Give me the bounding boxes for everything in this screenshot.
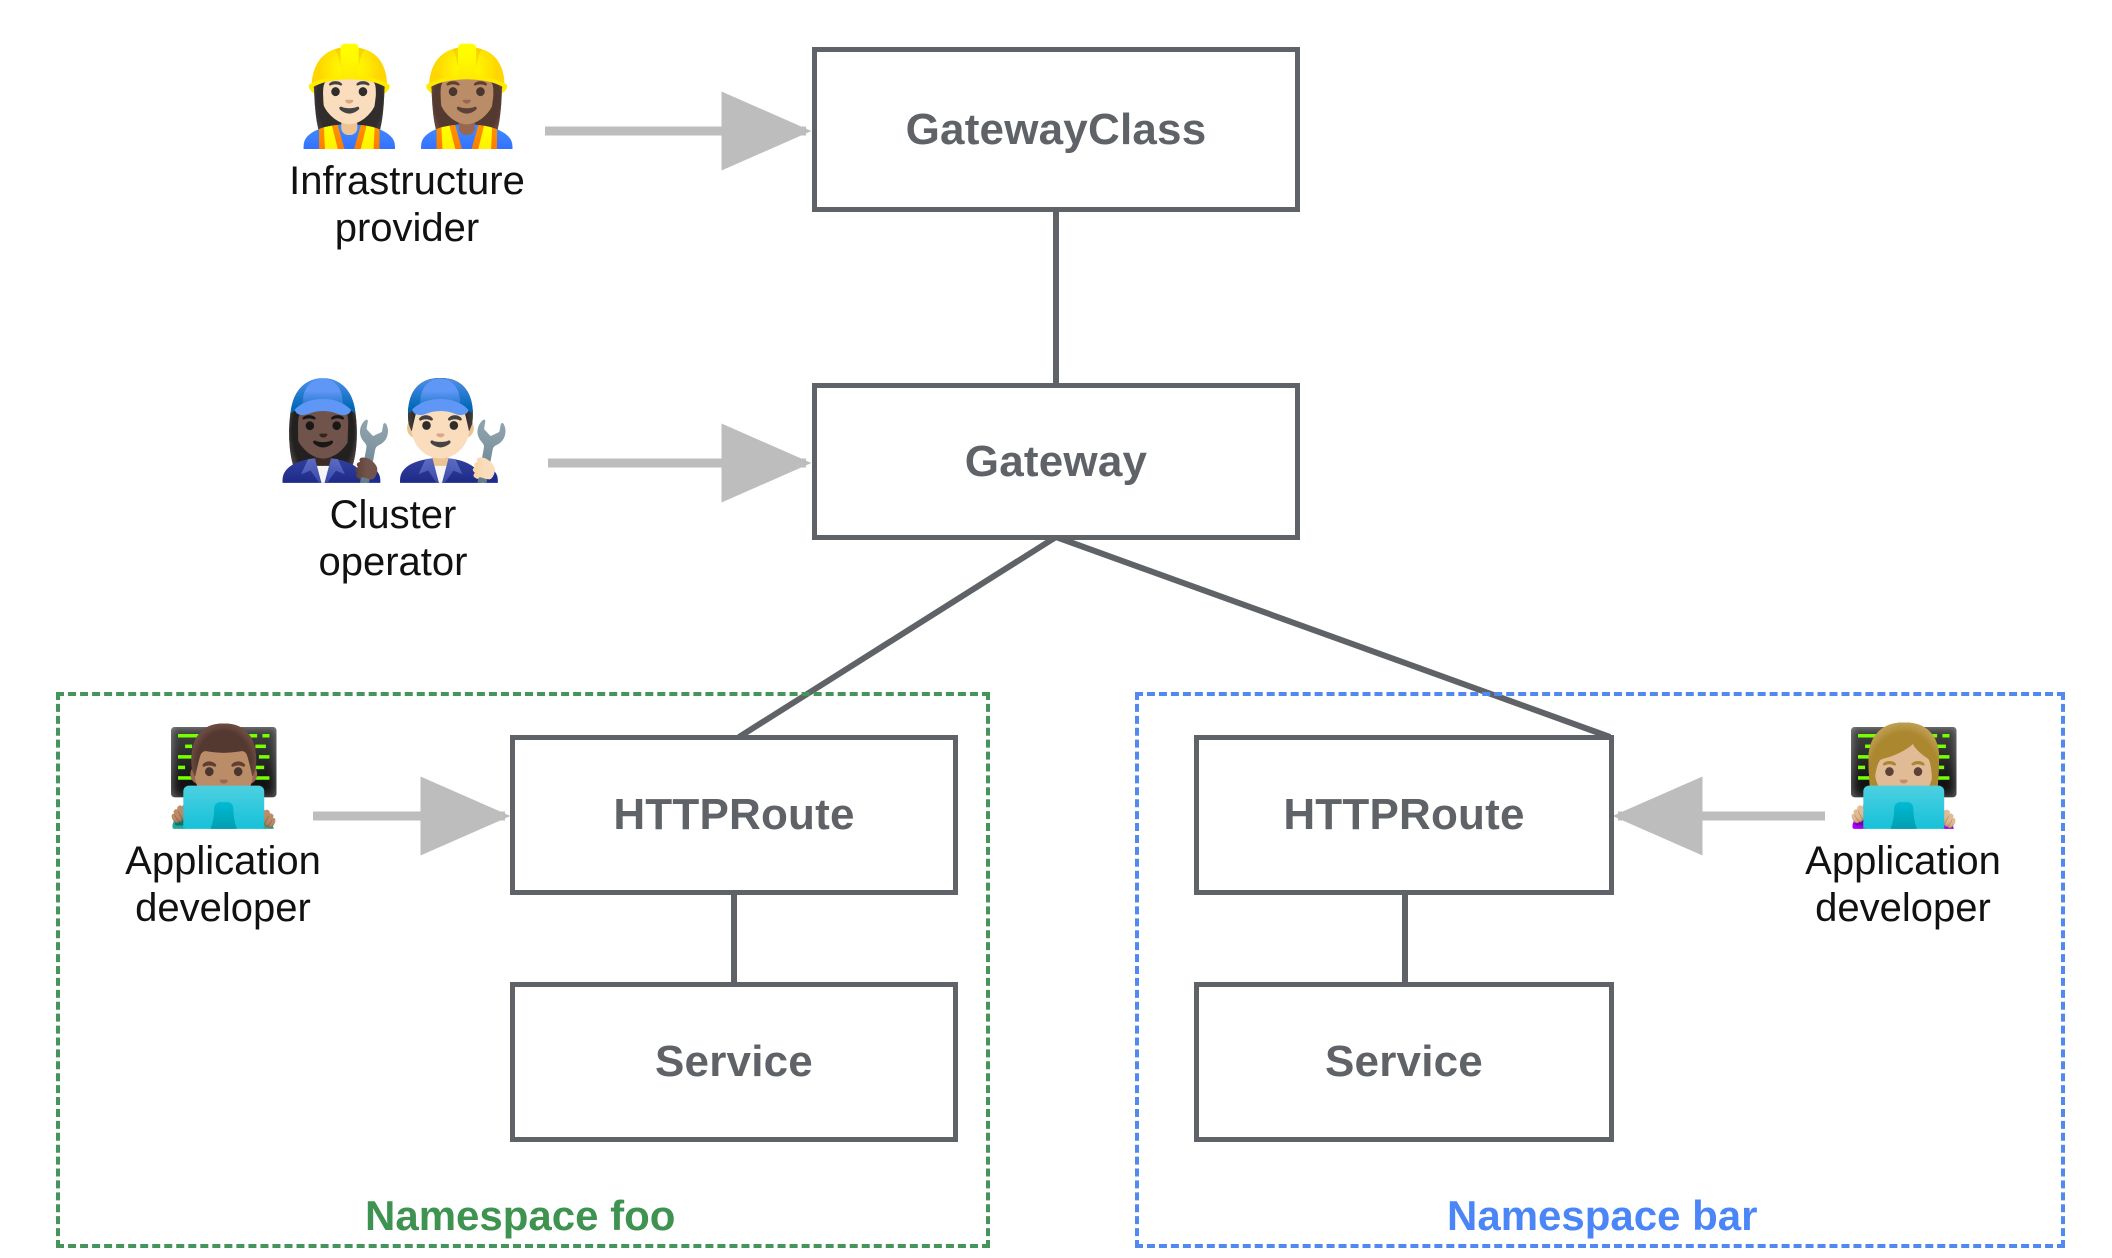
node-service-bar-label: Service — [1325, 1037, 1483, 1086]
namespace-foo-label: Namespace foo — [365, 1192, 676, 1239]
node-service-foo[interactable]: Service — [510, 982, 958, 1142]
node-service-foo-label: Service — [655, 1037, 813, 1086]
man-technologist-icon: 👨🏽‍💻 — [164, 720, 284, 832]
persona-app-developer-bar-label: Application developer — [1805, 839, 2001, 931]
node-gatewayclass[interactable]: GatewayClass — [812, 47, 1300, 212]
persona-app-developer-foo-label: Application developer — [125, 839, 321, 931]
node-gateway-label: Gateway — [964, 436, 1148, 486]
persona-infrastructure-provider: 👷🏻‍♀️👷🏽‍♀️ Infrastructure provider — [262, 48, 552, 252]
woman-technologist-icon: 👩🏼‍💻 — [1844, 720, 1964, 832]
node-service-bar[interactable]: Service — [1194, 982, 1614, 1142]
node-gateway[interactable]: Gateway — [812, 383, 1300, 540]
woman-construction-worker-icon: 👷🏻‍♀️👷🏽‍♀️ — [289, 40, 526, 152]
node-httproute-foo[interactable]: HTTPRoute — [510, 735, 958, 895]
persona-cluster-operator: 👩🏿‍🔧👨🏻‍🔧 Cluster operator — [248, 382, 538, 586]
mechanic-icon: 👩🏿‍🔧👨🏻‍🔧 — [275, 374, 512, 486]
persona-app-developer-bar: 👩🏼‍💻 Application developer — [1798, 728, 2008, 932]
namespace-bar-label: Namespace bar — [1447, 1192, 1758, 1239]
node-httproute-foo-label: HTTPRoute — [613, 790, 855, 839]
node-httproute-bar-label: HTTPRoute — [1283, 790, 1525, 839]
persona-cluster-operator-label: Cluster operator — [318, 493, 468, 585]
node-gatewayclass-label: GatewayClass — [905, 104, 1207, 154]
node-httproute-bar[interactable]: HTTPRoute — [1194, 735, 1614, 895]
namespace-foo-boundary — [56, 692, 990, 1248]
persona-app-developer-foo: 👨🏽‍💻 Application developer — [118, 728, 328, 932]
persona-infrastructure-provider-label: Infrastructure provider — [289, 159, 525, 251]
